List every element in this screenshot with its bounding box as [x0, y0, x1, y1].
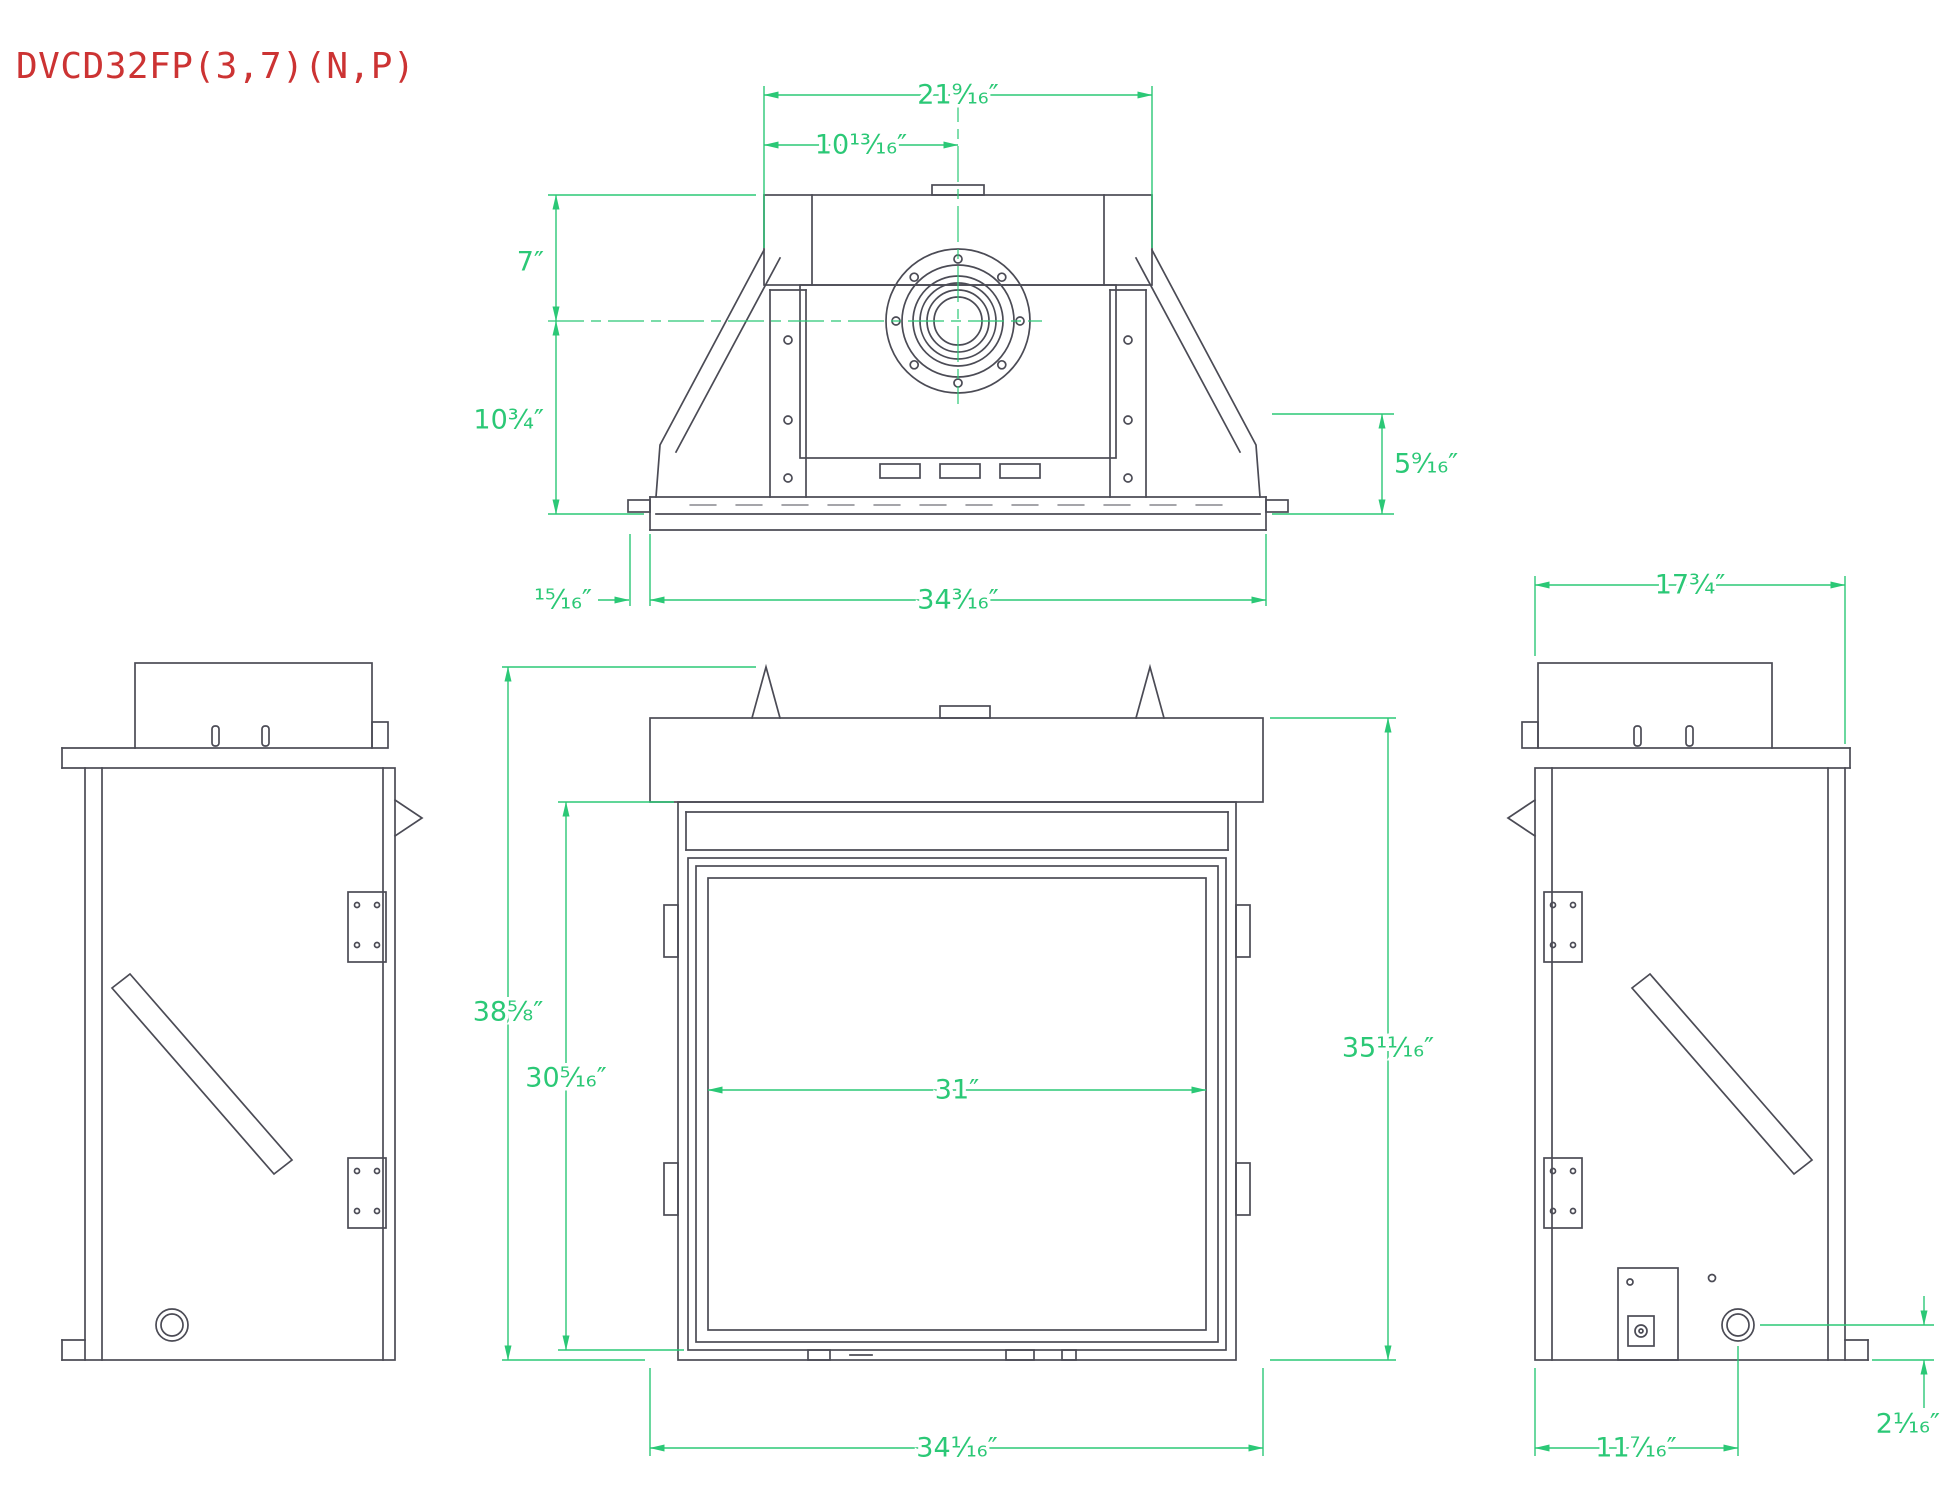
- top-view: 21⁹⁄₁₆″ 10¹³⁄₁₆″ 7″ 10³⁄₄″ 5⁹⁄₁₆″ ¹⁵⁄₁₆″…: [470, 76, 1462, 619]
- diagonal-brace: [1630, 972, 1814, 1176]
- dim-front-glass-width: 31″: [935, 1075, 979, 1106]
- front-view: 38⁵⁄₈″ 30⁵⁄₁₆″ 31″ 35¹¹⁄₁₆″ 34¹⁄₁₆″: [469, 663, 1438, 1467]
- left-side-outline: [61, 662, 424, 1361]
- top-view-dimensions: 21⁹⁄₁₆″ 10¹³⁄₁₆″ 7″ 10³⁄₄″ 5⁹⁄₁₆″ ¹⁵⁄₁₆″…: [470, 76, 1462, 619]
- valve-access-plate: [1617, 1267, 1679, 1361]
- gas-inlet-hole: [1721, 1308, 1755, 1342]
- dim-top-flange: ¹⁵⁄₁₆″: [534, 585, 592, 616]
- hanger-tab-side: [1506, 798, 1537, 838]
- dim-front-overall-height: 38⁵⁄₈″: [473, 997, 544, 1028]
- dim-front-body-height: 35¹¹⁄₁₆″: [1342, 1033, 1434, 1064]
- dim-front-body-width: 34¹⁄₁₆″: [916, 1433, 997, 1464]
- dim-top-rear-height: 5⁹⁄₁₆″: [1394, 449, 1458, 480]
- hanger-brackets: [750, 663, 1166, 720]
- dim-top-rear-depth: 10³⁄₄″: [473, 405, 544, 436]
- window-frame: [687, 857, 1227, 1351]
- front-view-dimensions: 38⁵⁄₈″ 30⁵⁄₁₆″ 31″ 35¹¹⁄₁₆″ 34¹⁄₁₆″: [469, 666, 1438, 1467]
- dim-top-overall-width: 34³⁄₁₆″: [917, 585, 998, 616]
- glass-panel: [707, 877, 1207, 1331]
- gas-inlet-hole: [155, 1308, 189, 1342]
- dim-top-flue-offset: 10¹³⁄₁₆″: [815, 130, 907, 161]
- front-view-outline: [649, 663, 1264, 1361]
- left-side-view: [61, 662, 424, 1361]
- drawing-title: DVCD32FP(3,7)(N,P): [16, 46, 415, 87]
- dim-front-opening-height: 30⁵⁄₁₆″: [525, 1063, 606, 1094]
- right-side-outline: [1506, 662, 1869, 1361]
- dim-top-upper-width: 21⁹⁄₁₆″: [917, 80, 998, 111]
- dim-side-inlet-height: 2¹⁄₁₆″: [1876, 1409, 1940, 1440]
- right-side-view: 17³⁄₄″ 11⁷⁄₁₆″ 2¹⁄₁₆″: [1506, 566, 1944, 1467]
- dim-side-inlet-offset: 11⁷⁄₁₆″: [1595, 1433, 1676, 1464]
- dim-top-front-depth: 7″: [517, 247, 544, 278]
- diagonal-brace: [110, 972, 294, 1176]
- right-side-dimensions: 17³⁄₄″ 11⁷⁄₁₆″ 2¹⁄₁₆″: [1534, 566, 1944, 1467]
- hanger-tab-side: [393, 798, 424, 838]
- dim-side-depth: 17³⁄₄″: [1655, 570, 1726, 601]
